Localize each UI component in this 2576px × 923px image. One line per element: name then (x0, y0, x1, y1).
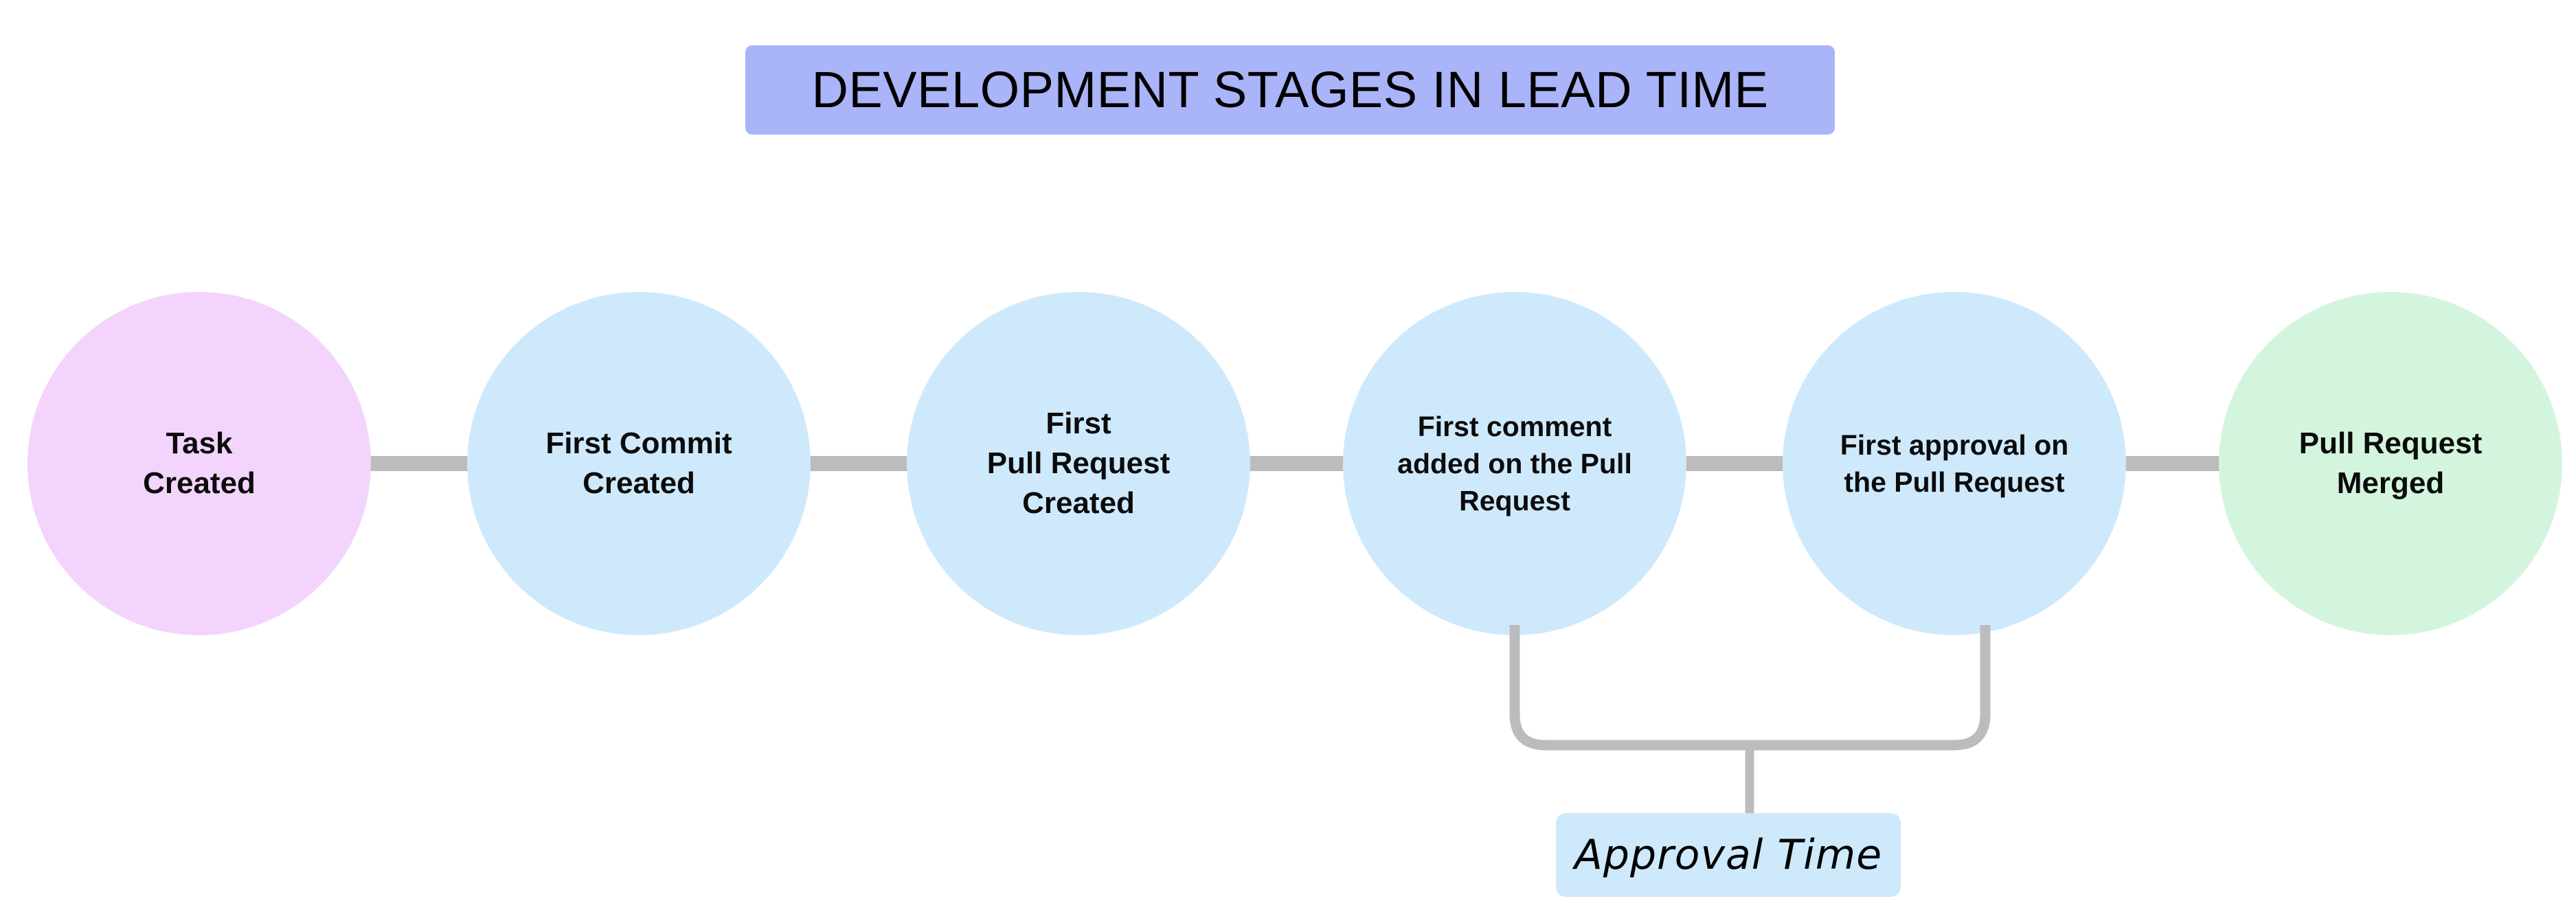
approval-time-label: Approval Time (1574, 831, 1883, 879)
stage-label: First Commit Created (545, 426, 732, 500)
connector-line (802, 456, 923, 471)
stage-label: First comment added on the Pull Request (1397, 410, 1632, 517)
connector-line (2118, 456, 2235, 471)
stage-node-pull-request-merged[interactable]: Pull Request Merged (2219, 292, 2562, 635)
connector-line (1239, 456, 1362, 471)
stage-label: Pull Request Merged (2298, 426, 2483, 500)
stage-node-first-approval[interactable]: First approval on the Pull Request (1783, 292, 2126, 635)
diagram-title-box: DEVELOPMENT STAGES IN LEAD TIME (745, 45, 1835, 135)
connector-line (1678, 456, 1798, 471)
approval-time-bracket (1509, 625, 1991, 814)
connector-line (361, 456, 481, 471)
stage-node-first-pull-request-created[interactable]: First Pull Request Created (907, 292, 1250, 635)
approval-time-box[interactable]: Approval Time (1556, 813, 1901, 897)
stage-node-first-commit-created[interactable]: First Commit Created (467, 292, 811, 635)
stage-label: Task Created (143, 426, 256, 500)
page-title: DEVELOPMENT STAGES IN LEAD TIME (811, 61, 1769, 118)
stage-label: First approval on the Pull Request (1840, 429, 2069, 498)
stage-label: First Pull Request Created (986, 406, 1171, 521)
stage-node-task-created[interactable]: Task Created (27, 292, 371, 635)
stage-node-first-comment-added[interactable]: First comment added on the Pull Request (1343, 292, 1686, 635)
